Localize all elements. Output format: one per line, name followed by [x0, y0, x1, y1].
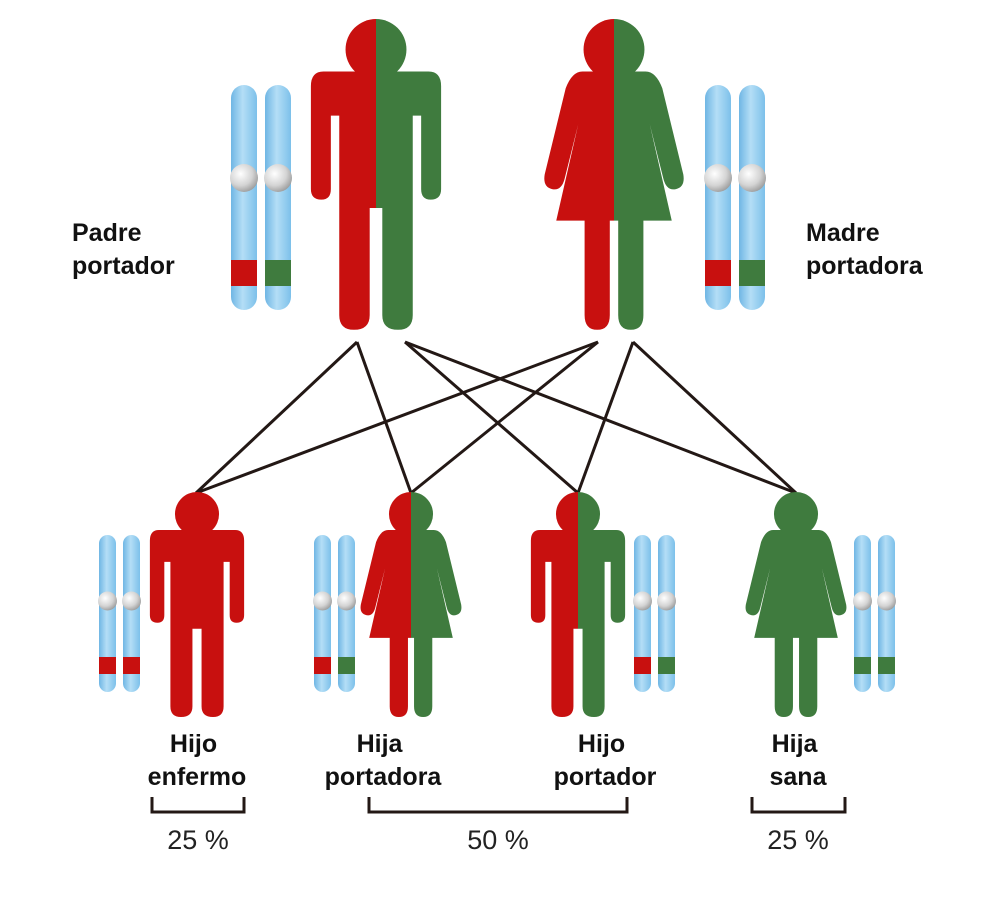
father-chromosomes	[230, 85, 292, 310]
line-father-daughter-carrier	[355, 341, 413, 494]
line-father-daughter-healthy	[404, 340, 797, 495]
line-father-son-affected	[194, 340, 359, 495]
inheritance-lines	[194, 340, 798, 495]
son-affected-chromosomes	[98, 535, 141, 692]
centromere	[738, 164, 766, 192]
mother-figure	[544, 19, 684, 330]
son-affected-chromosomes-chromosome-1	[98, 535, 117, 692]
gene-band	[739, 260, 765, 286]
line-mother-daughter-healthy	[631, 340, 798, 495]
son-affected-figure	[149, 492, 245, 717]
percent-affected: 25 %	[167, 825, 229, 855]
father-chromosomes-chromosome-1	[230, 85, 258, 310]
gene-band	[123, 657, 140, 674]
father-label: Padre portador	[72, 219, 175, 280]
daughter-healthy-chromosomes	[853, 535, 896, 692]
daughter-carrier-chromosomes-chromosome-2	[337, 535, 356, 692]
centromere	[313, 591, 332, 611]
gene-band	[658, 657, 675, 674]
son-carrier-label: Hijo portador	[554, 730, 657, 791]
mother-label: Madre portadora	[806, 219, 924, 280]
daughter-healthy-figure	[745, 492, 847, 717]
father-figure	[310, 19, 442, 330]
centromere	[853, 591, 872, 611]
gene-band	[634, 657, 651, 674]
daughter-carrier-chromosomes	[313, 535, 356, 692]
gene-band	[338, 657, 355, 674]
centromere	[230, 164, 258, 192]
daughter-carrier-chromosomes-chromosome-1	[313, 535, 332, 692]
percent-healthy: 25 %	[767, 825, 829, 855]
centromere	[337, 591, 356, 611]
bracket-affected	[150, 797, 246, 814]
son-carrier-figure	[530, 492, 626, 717]
son-affected-chromosomes-chromosome-2	[122, 535, 141, 692]
centromere	[122, 591, 141, 611]
figures	[149, 19, 847, 717]
centromere	[657, 591, 676, 611]
gene-band	[705, 260, 731, 286]
chromosomes	[98, 85, 896, 692]
daughter-carrier-label: Hija portadora	[325, 730, 443, 791]
line-mother-daughter-carrier	[410, 340, 599, 495]
centromere	[704, 164, 732, 192]
daughter-carrier-figure	[360, 492, 462, 717]
daughter-healthy-chromosomes-chromosome-2	[877, 535, 896, 692]
gene-band	[231, 260, 257, 286]
gene-band	[314, 657, 331, 674]
bracket-carriers	[367, 797, 629, 814]
centromere	[264, 164, 292, 192]
son-carrier-chromosomes	[633, 535, 676, 692]
line-father-son-carrier	[404, 340, 579, 495]
bracket-healthy	[750, 797, 847, 814]
gene-band	[265, 260, 291, 286]
mother-chromosomes	[704, 85, 766, 310]
son-carrier-chromosomes-chromosome-1	[633, 535, 652, 692]
line-mother-son-carrier	[576, 341, 635, 494]
gene-band	[99, 657, 116, 674]
gene-band	[854, 657, 871, 674]
gene-band	[878, 657, 895, 674]
centromere	[877, 591, 896, 611]
daughter-healthy-label: Hija sana	[770, 730, 828, 791]
father-chromosomes-chromosome-2	[264, 85, 292, 310]
mother-chromosomes-chromosome-1	[704, 85, 732, 310]
son-carrier-chromosomes-chromosome-2	[657, 535, 676, 692]
son-affected-label: Hijo enfermo	[148, 730, 247, 791]
daughter-healthy-chromosomes-chromosome-1	[853, 535, 872, 692]
centromere	[633, 591, 652, 611]
line-mother-son-affected	[195, 340, 599, 495]
centromere	[98, 591, 117, 611]
mother-chromosomes-chromosome-2	[738, 85, 766, 310]
percent-carriers: 50 %	[467, 825, 529, 855]
